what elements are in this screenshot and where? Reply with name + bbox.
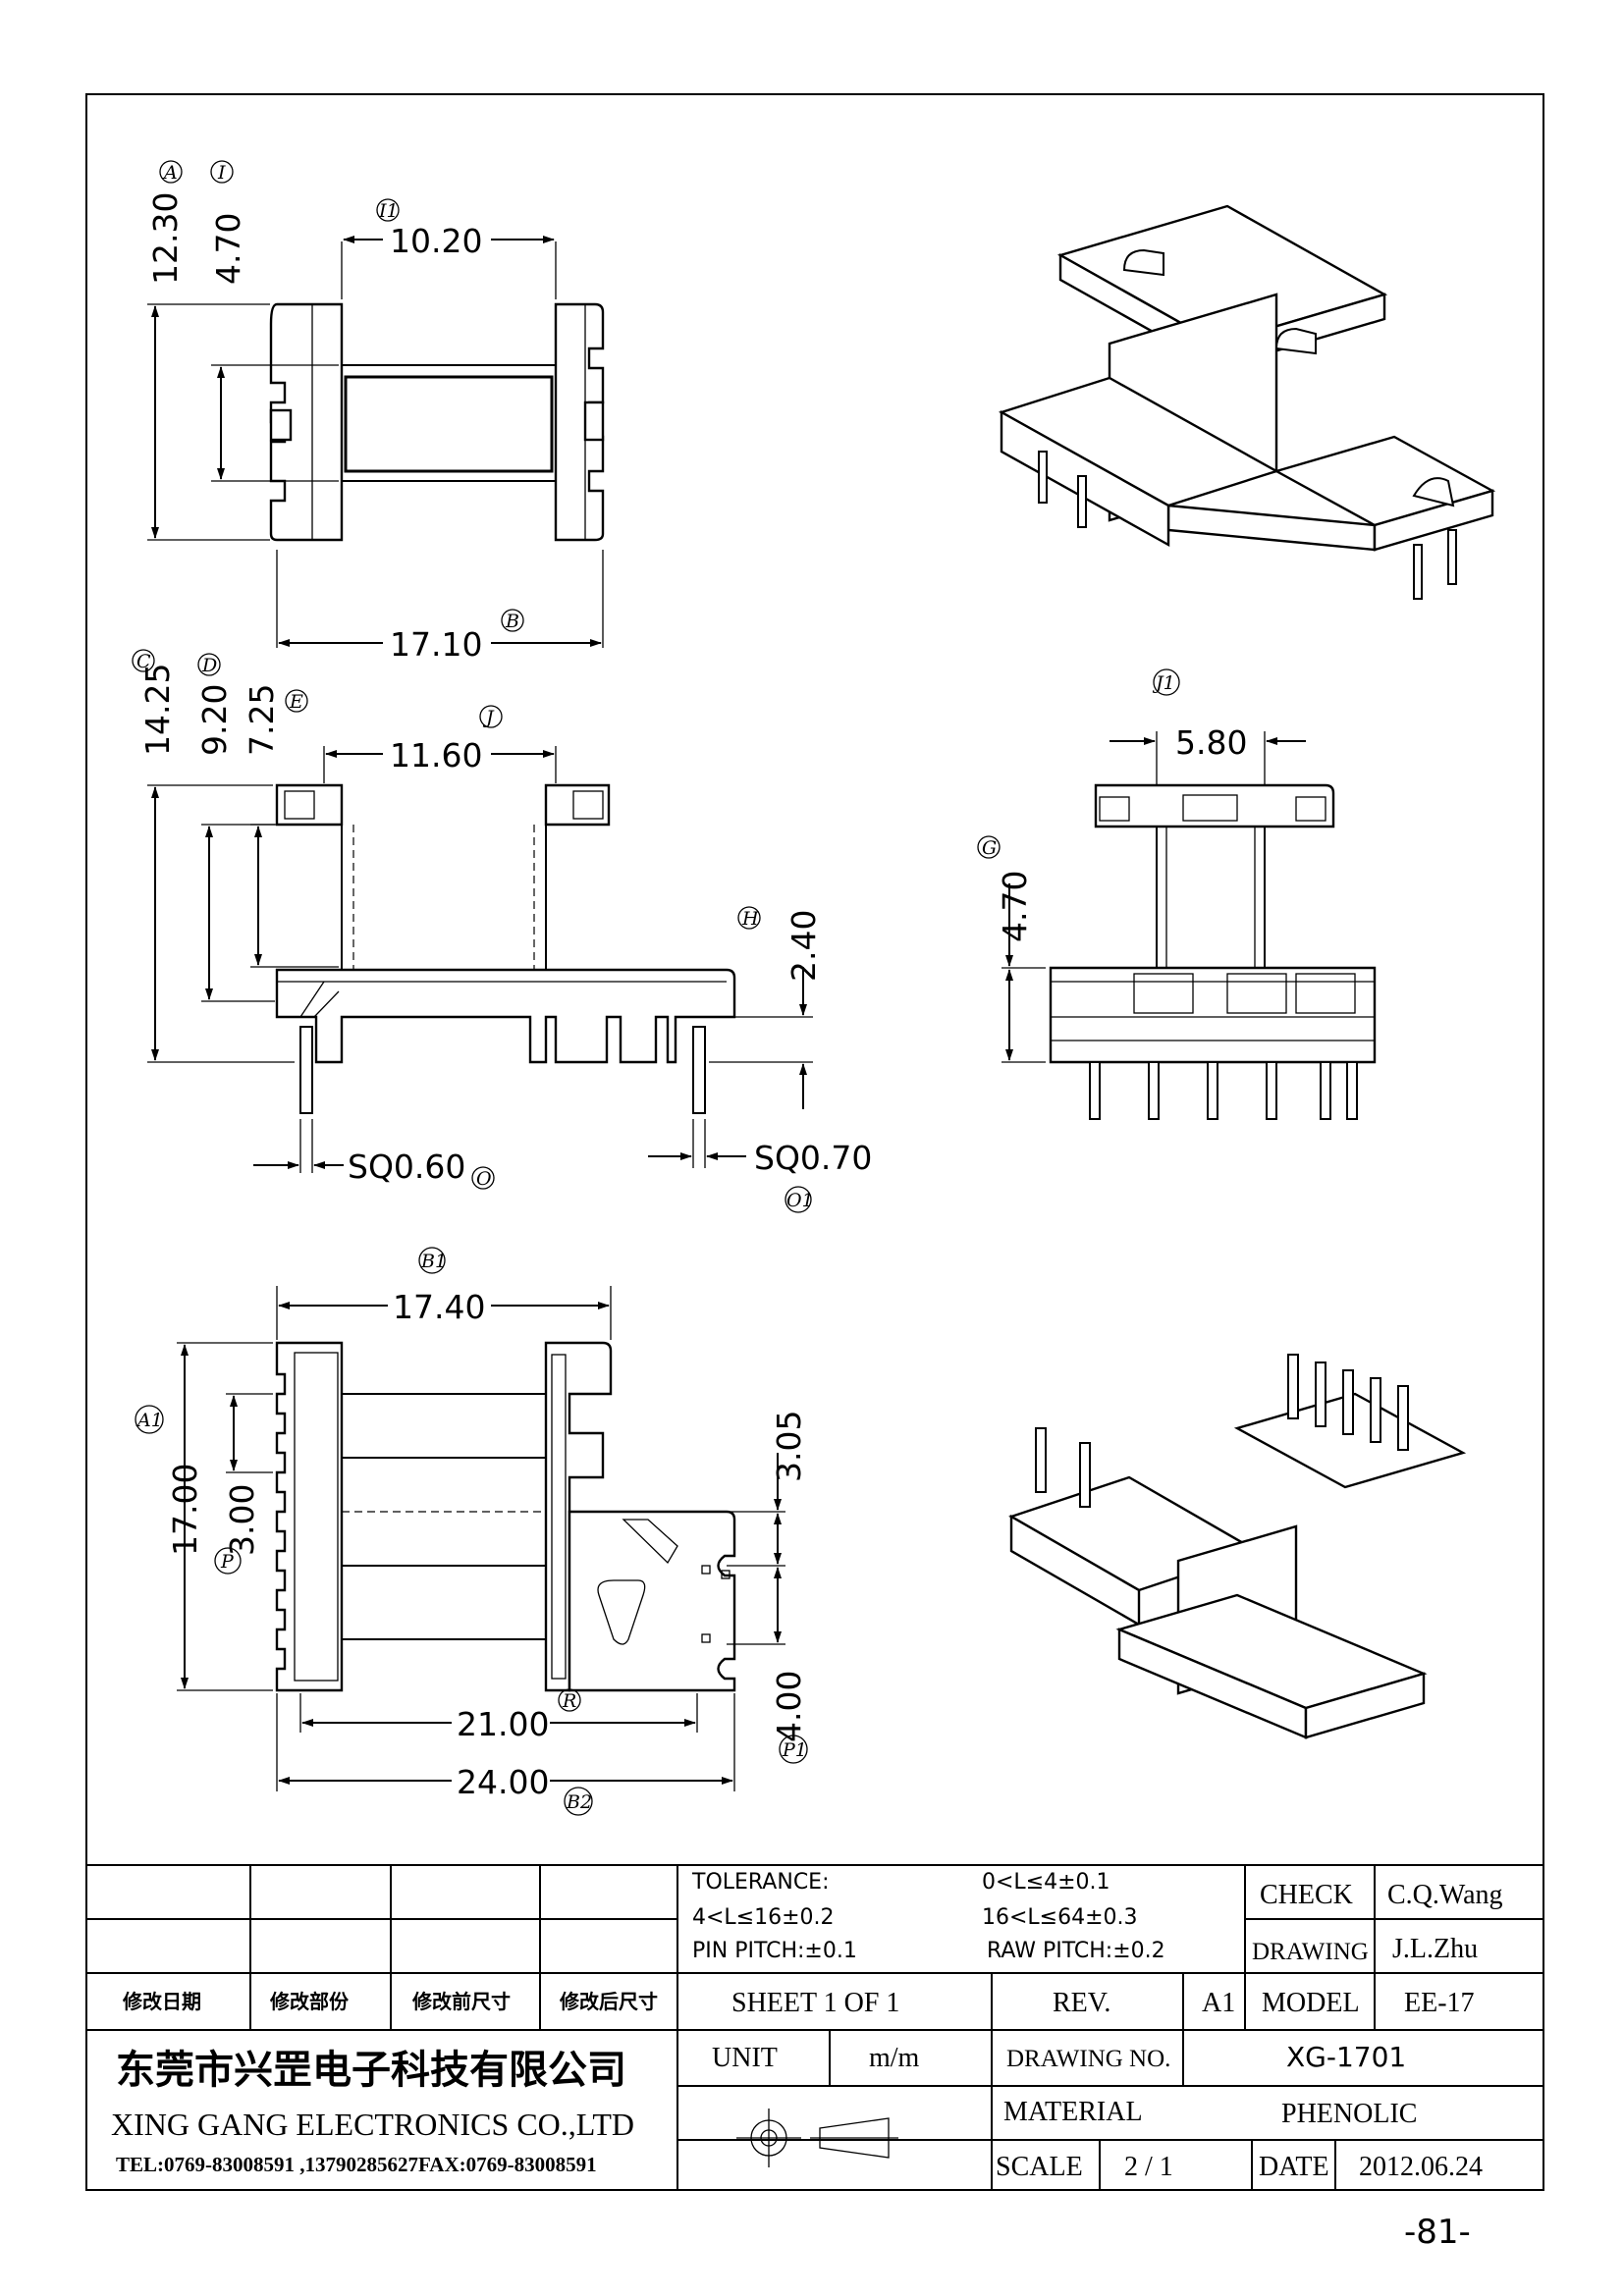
title-block: TOLERANCE: 0<L≤4±0.1 4<L≤16±0.2 16<L≤64±… [86, 1864, 1543, 2190]
dim-17-40: 17.40 [393, 1288, 485, 1326]
front-view [275, 783, 736, 1114]
dim-12-30: 12.30 [146, 192, 185, 285]
balloon-b1: B1 [420, 1251, 447, 1272]
revision-after-label: 修改后尺寸 [559, 1990, 658, 2013]
balloon-g: G [982, 837, 997, 859]
material-value: PHENOLIC [1281, 2099, 1417, 2129]
balloon-o1: O1 [786, 1190, 814, 1211]
balloon-p: P [220, 1551, 235, 1573]
drawing-frame [85, 93, 1544, 2191]
balloon-b2: B2 [566, 1791, 592, 1813]
dim-5-80: 5.80 [1175, 723, 1247, 762]
date-value: 2012.06.24 [1359, 2152, 1483, 2182]
side-view-dims: 5.80 J1 4.70 G [977, 668, 1306, 1063]
scale-label: SCALE [996, 2152, 1083, 2182]
balloon-o: O [476, 1168, 492, 1190]
raw-pitch: RAW PITCH:±0.2 [987, 1939, 1165, 1963]
dim-21-00: 21.00 [457, 1705, 549, 1743]
tolerance-3: 16<L≤64±0.3 [982, 1905, 1138, 1930]
revision-date-label: 修改日期 [122, 1990, 201, 2013]
company-name-en: XING GANG ELECTRONICS CO.,LTD [111, 2107, 634, 2142]
bottom-view-dims: 17.40 B1 17.00 A1 3.00 P 3.05 4.00 P1 21… [135, 1247, 808, 1816]
check-label: CHECK [1260, 1880, 1353, 1910]
rev-label: REV. [1053, 1988, 1110, 2018]
revision-part-label: 修改部份 [269, 1990, 350, 2013]
dim-sq0-70: SQ0.70 [754, 1139, 872, 1177]
top-view [269, 302, 605, 542]
dim-2-40: 2.40 [785, 910, 823, 982]
dim-sq0-60: SQ0.60 [348, 1148, 465, 1186]
front-view-dims: 11.60 J 14.25 C 9.20 D 7.25 E 2.40 H SQ0… [132, 649, 872, 1213]
drawing-label: DRAWING [1252, 1939, 1369, 1965]
pin-pitch: PIN PITCH:±0.1 [692, 1939, 857, 1963]
balloon-i1: I1 [378, 200, 399, 222]
bottom-view [275, 1341, 736, 1692]
balloon-r: R [562, 1690, 576, 1712]
balloon-a1: A1 [135, 1410, 163, 1431]
isometric-view-bottom [1008, 1354, 1467, 1739]
rev-value: A1 [1202, 1988, 1235, 2018]
drawing-value: J.L.Zhu [1392, 1934, 1478, 1964]
dim-17-00: 17.00 [166, 1464, 204, 1556]
model-value: EE-17 [1404, 1988, 1475, 2018]
dim-14-25: 14.25 [138, 664, 177, 756]
material-label: MATERIAL [1003, 2097, 1143, 2127]
dim-9-20: 9.20 [195, 684, 234, 756]
tolerance-title: TOLERANCE: [691, 1870, 830, 1895]
drawing-no-label: DRAWING NO. [1006, 2046, 1170, 2072]
check-value: C.Q.Wang [1387, 1880, 1503, 1910]
dim-3-05: 3.05 [770, 1411, 808, 1482]
balloon-a: A [162, 162, 178, 184]
dim-4-00: 4.00 [770, 1671, 808, 1742]
dim-4-70-top: 4.70 [209, 213, 247, 285]
unit-value: m/m [869, 2043, 920, 2073]
sheet-count: SHEET 1 OF 1 [731, 1988, 899, 2018]
balloon-b: B [505, 611, 519, 632]
model-label: MODEL [1262, 1988, 1360, 2018]
balloon-h: H [741, 908, 759, 930]
drawing-no-value: XG-1701 [1286, 2041, 1406, 2073]
top-view-dims: 10.20 I1 17.10 B 12.30 A 4.70 I [146, 160, 604, 664]
dim-17-10: 17.10 [390, 625, 482, 664]
dim-7-25: 7.25 [243, 684, 281, 756]
balloon-c: C [136, 651, 151, 672]
dim-24-00: 24.00 [457, 1763, 549, 1801]
isometric-view-top [998, 204, 1496, 600]
unit-label: UNIT [712, 2043, 778, 2073]
balloon-d: D [201, 655, 217, 676]
scale-value: 2 / 1 [1124, 2152, 1173, 2182]
balloon-i: I [217, 162, 226, 184]
dim-11-60: 11.60 [390, 736, 482, 774]
revision-before-label: 修改前尺寸 [411, 1990, 511, 2013]
dim-4-70-side: 4.70 [996, 871, 1034, 942]
date-label: DATE [1259, 2152, 1329, 2182]
company-contact: TEL:0769-83008591 ,13790285627FAX:0769-8… [116, 2153, 597, 2176]
balloon-j: J [482, 707, 495, 728]
company-name-cn: 东莞市兴罡电子科技有限公司 [116, 2048, 626, 2093]
projection-symbol [736, 2109, 898, 2167]
dim-3-00: 3.00 [223, 1484, 261, 1556]
balloon-j1: J1 [1152, 672, 1175, 694]
page-number: -81- [1404, 2213, 1471, 2252]
tolerance-2: 4<L≤16±0.2 [692, 1905, 835, 1930]
balloon-e: E [289, 691, 303, 713]
tolerance-1: 0<L≤4±0.1 [982, 1870, 1110, 1895]
dim-10-20: 10.20 [390, 222, 482, 260]
balloon-p1: P1 [782, 1739, 807, 1761]
side-view [1049, 783, 1377, 1120]
